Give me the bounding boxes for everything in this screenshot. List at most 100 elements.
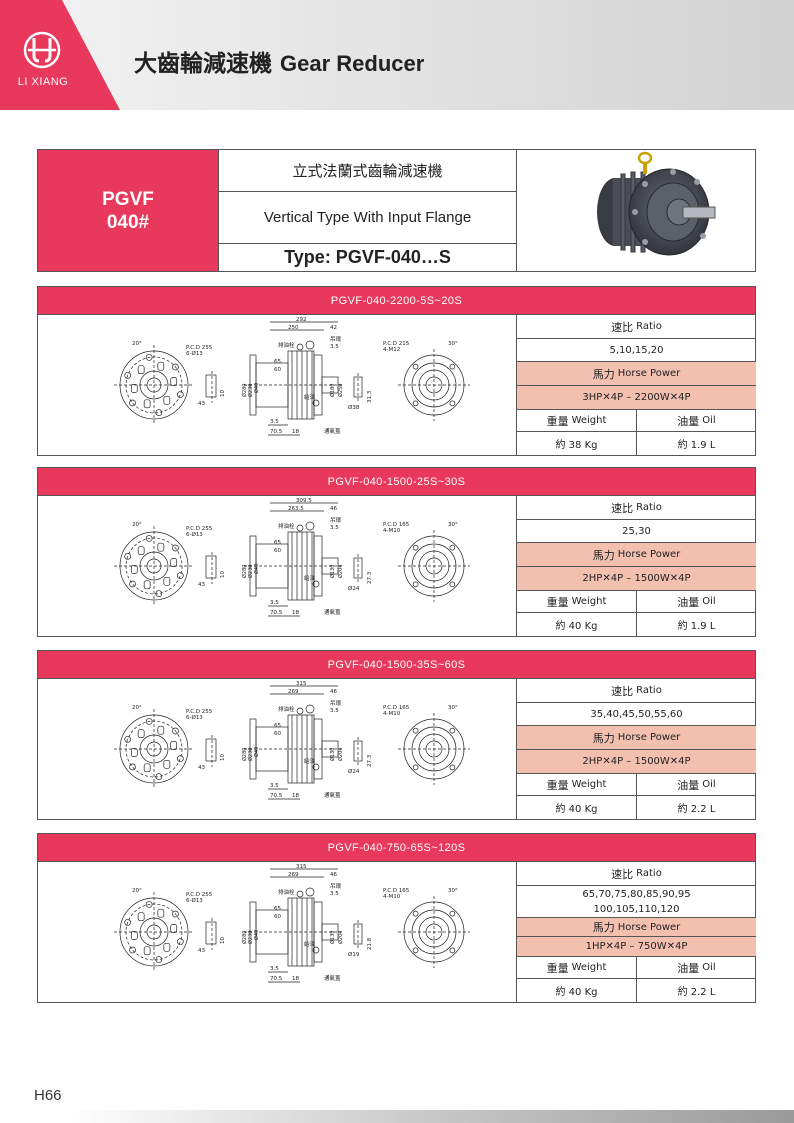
hp-label-cn: 馬力 [592, 921, 615, 934]
hp-label-row: 馬力 Horse Power [517, 362, 756, 386]
dim-label: 70.5 [270, 793, 283, 799]
bolt-hole [172, 727, 179, 735]
oil-drain-icon [312, 946, 320, 954]
product-name-cn: 立式法蘭式齒輪減速機 [218, 150, 516, 192]
oil-plug-icon [296, 343, 304, 351]
dim-label: 21.8 [367, 937, 373, 950]
pcd-label: P.C.D 255 [186, 892, 213, 898]
lifting-eye-icon [305, 340, 315, 350]
bolt-hole [172, 363, 179, 371]
spec-properties: 速比 Ratio 35,40,45,50,55,60 馬力 Horse Powe… [516, 679, 756, 819]
dia-label: Ø230 [247, 384, 254, 397]
rib-cutout [157, 908, 165, 918]
dia-label: Ø40 [253, 747, 260, 757]
ratio-label-cn: 速比 [611, 867, 634, 881]
bolt-hole [155, 590, 163, 597]
weight-oil-value-row: 約 40 Kg 約 2.2 L [517, 979, 756, 1002]
rib-cutout [137, 546, 145, 556]
rib-cutout [163, 576, 171, 586]
pcd-label: P.C.D 255 [186, 709, 213, 715]
output-bolt-hole [412, 764, 419, 771]
output-bolt-hole [449, 544, 456, 551]
ratio-label-row: 速比 Ratio [517, 496, 756, 520]
pcd-label: P.C.D 255 [186, 345, 213, 351]
bolt-hole [176, 572, 184, 579]
dia-label: Ø250 [337, 384, 344, 397]
ratio-value-line-1: 65,70,75,80,85,90,95 [582, 888, 691, 900]
hp-value: 2HP✕4P – 1500W✕4P [517, 567, 756, 591]
rib-cutout [137, 912, 145, 922]
rib-cutout [143, 580, 151, 590]
dim-label: 43 [198, 765, 205, 771]
dim-label: 27.3 [367, 571, 373, 584]
dim-label: 3.5 [330, 708, 339, 714]
length-body-label: 269 [288, 689, 299, 695]
dia-label: Ø130 [329, 565, 336, 578]
weight-label-cn: 重量 [546, 778, 569, 792]
dim-label: 3.5 [270, 783, 279, 789]
length-total-label: 315 [296, 864, 307, 870]
note-fill-label: 排油栓 [278, 522, 295, 530]
product-name-en: Vertical Type With Input Flange [218, 192, 516, 244]
ratio-label-en: Ratio [636, 685, 662, 696]
model-cell: PGVF 040# [38, 150, 218, 271]
angle-label: 20° [132, 888, 142, 894]
ratio-label-cn: 速比 [611, 501, 634, 515]
ratio-label-row: 速比 Ratio [517, 679, 756, 703]
output-bolt-hole [412, 727, 419, 734]
lifting-eye-icon [305, 521, 315, 531]
dia-label: Ø280 [241, 565, 248, 578]
hp-label-row: 馬力 Horse Power [517, 918, 756, 937]
holes-label: 4-M10 [383, 894, 401, 900]
oil-label-en: Oil [702, 415, 716, 426]
rib-cutout [157, 542, 165, 552]
model-line-2: 040# [106, 211, 150, 233]
dim-label: 65 [274, 359, 281, 365]
bolt-hole [124, 919, 132, 926]
hp-label-cn: 馬力 [592, 367, 615, 381]
spec-properties: 速比 Ratio 65,70,75,80,85,90,95 100,105,11… [516, 862, 756, 1002]
bolt-hole [129, 399, 136, 407]
output-bolt-hole [449, 727, 456, 734]
note-lift-label: 吊環 [330, 517, 342, 524]
ratio-label-row: 速比 Ratio [517, 315, 756, 339]
length-body-label: 263.5 [288, 506, 304, 512]
oil-label-en: Oil [702, 596, 716, 607]
hp-label-cn: 馬力 [592, 548, 615, 562]
dim-label: 18 [292, 793, 299, 799]
lifting-eye-icon [305, 887, 315, 897]
oil-label-cn: 油量 [677, 778, 700, 792]
output-bolt-hole [412, 910, 419, 917]
holes-label: 4-M10 [383, 528, 401, 534]
bolt-hole [176, 938, 184, 945]
weight-label-en: Weight [571, 779, 607, 790]
dim-label: 3.5 [270, 419, 279, 425]
output-bolt-hole [449, 581, 456, 588]
oil-plug-icon [296, 890, 304, 898]
page-title-en: Gear Reducer [280, 51, 425, 76]
logo-badge [0, 0, 120, 110]
rib-cutout [157, 725, 165, 735]
output-bolt-hole [412, 363, 419, 370]
dim-label: 3.5 [330, 891, 339, 897]
rib-cutout [137, 729, 145, 739]
hp-label-en: Horse Power [617, 549, 681, 560]
note-fill-label: 排油栓 [278, 341, 295, 349]
bolt-hole [155, 773, 163, 780]
page-number: H66 [34, 1087, 62, 1104]
dim-label: 3.5 [270, 600, 279, 606]
product-photo-cell [516, 150, 755, 271]
rib-cutout [143, 763, 151, 773]
angle-label: 20° [132, 341, 142, 347]
weight-oil-value-row: 約 38 Kg 約 1.9 L [517, 432, 756, 455]
